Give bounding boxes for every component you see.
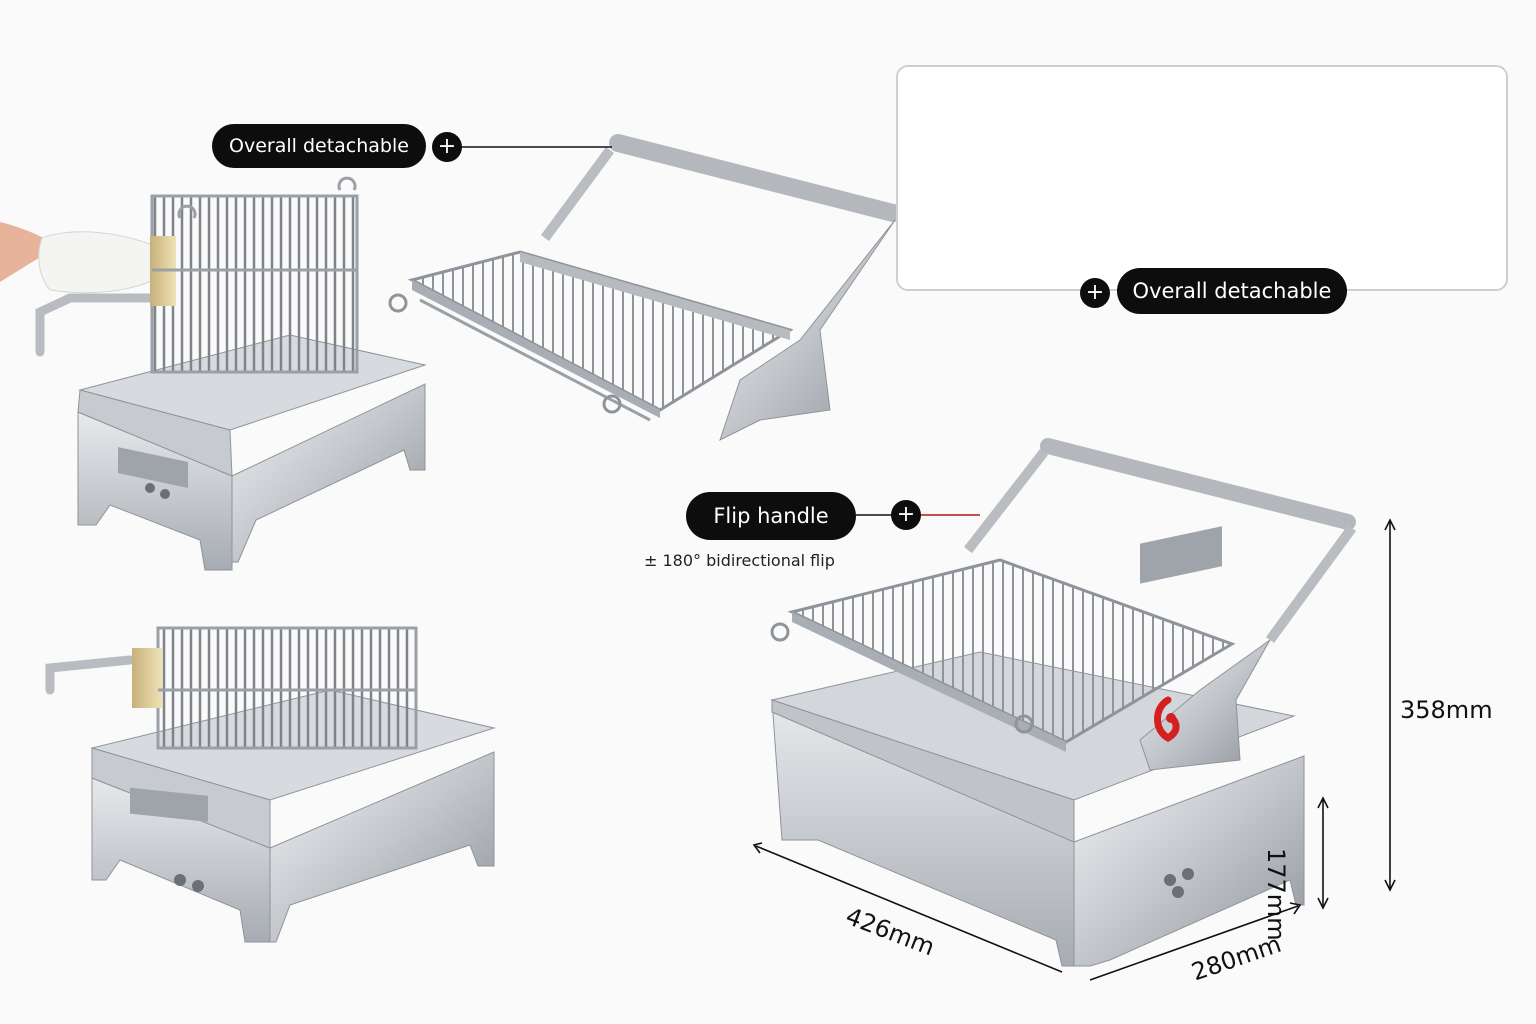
plus-icon-inset: + — [1080, 278, 1110, 308]
grill-main-image — [770, 438, 1357, 967]
grill-assembled-image — [45, 626, 496, 943]
detachable-parts-panel — [896, 65, 1508, 291]
plus-icon-top: + — [432, 132, 462, 162]
dimension-body-height-label: 177mm — [1262, 848, 1290, 941]
dimension-length-line — [752, 842, 1063, 973]
dimension-body-height-line — [1317, 796, 1329, 910]
callout-flip-handle: Flip handle — [686, 492, 856, 540]
flip-subtitle: ± 180° bidirectional flip — [644, 551, 835, 570]
flip-rack-image — [388, 134, 902, 441]
dimension-width-line — [1089, 902, 1302, 981]
plus-icon-flip: + — [891, 500, 921, 530]
dimension-height-label: 358mm — [1400, 696, 1493, 724]
callout-overall-detachable-top: Overall detachable — [212, 124, 426, 168]
dimension-height-line — [1384, 518, 1396, 892]
callout-overall-detachable-inset: Overall detachable — [1117, 268, 1347, 314]
grill-detaching-image — [0, 176, 427, 571]
